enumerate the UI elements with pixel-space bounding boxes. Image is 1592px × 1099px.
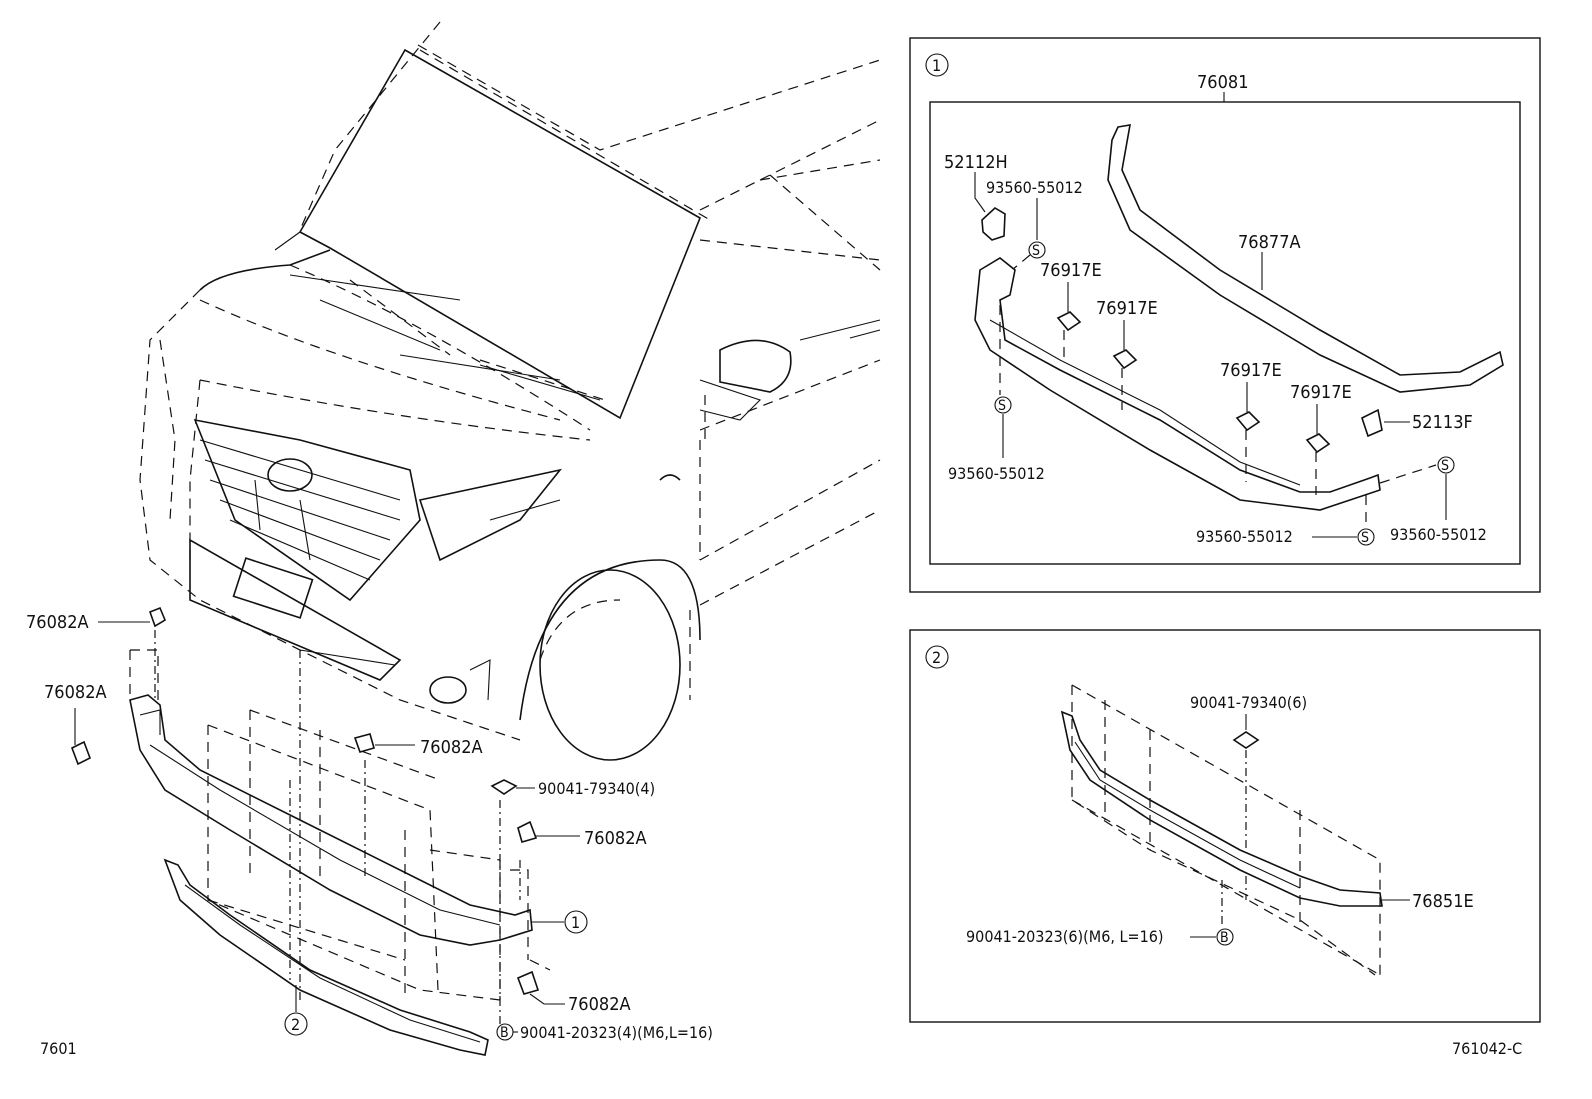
main-fasteners: B (70, 606, 540, 1041)
label-clip-4: 76917E (1290, 382, 1352, 403)
detail-panel-1: 1 76081 76877A 52112H 93560-55012 S 7691… (909, 37, 1541, 593)
detail-2-callout-circle (925, 645, 949, 669)
label-screw-bottom: 93560-55012 (1196, 527, 1293, 546)
label-screw-top: 93560-55012 (986, 178, 1083, 197)
label-clip-1: 76917E (1040, 260, 1102, 281)
label-moulding: 76877A (1238, 232, 1301, 253)
clip-right-upper-icon (517, 820, 538, 843)
label-bolt-2: 90041-20323(6)(M6, L=16) (966, 927, 1164, 946)
callout-2-circle (284, 1012, 308, 1036)
callout-2-label: 2 (291, 1015, 300, 1034)
vehicle-illustration (139, 21, 881, 761)
bolt-symbol: B (500, 1025, 509, 1041)
clip-2-icon (1112, 349, 1138, 370)
front-spoiler-main (129, 630, 551, 1056)
clip-left-icon (70, 740, 92, 766)
bracket-left-icon (981, 207, 1006, 241)
label-clip-2: 76917E (1096, 298, 1158, 319)
callout-1-circle (564, 910, 588, 934)
bracket-right-icon (1361, 408, 1383, 438)
callout-1-label: 1 (571, 913, 580, 932)
label-clip-right-upper: 76082A (584, 828, 647, 849)
clip-3-icon (1235, 411, 1261, 432)
figure-id: 761042-C (1452, 1039, 1522, 1058)
label-assembly: 76081 (1197, 72, 1249, 93)
label-clip-upper: 76082A (26, 612, 89, 633)
label-bolt: 90041-20323(4)(M6,L=16) (520, 1023, 713, 1042)
label-bracket-left: 52112H (944, 152, 1008, 173)
label-bracket-right: 52113F (1412, 412, 1473, 433)
screw-symbol-top: S (1032, 243, 1040, 259)
screw-symbol-bottom: S (1361, 530, 1369, 546)
label-nut: 90041-79340(4) (538, 779, 655, 798)
label-spoiler: 76851E (1412, 891, 1474, 912)
detail-1-callout-circle (925, 53, 949, 77)
detail-panel-2: 2 90041-79340(6) 76851E B 90041-20323(6)… (909, 629, 1541, 1023)
clip-upper-icon (148, 606, 167, 628)
detail-1-callout: 1 (932, 56, 941, 75)
bolt-symbol-2: B (1220, 930, 1229, 946)
detail-2-callout: 2 (932, 648, 941, 667)
clip-center-icon (353, 733, 375, 753)
clip-right-lower-icon (516, 970, 540, 995)
label-nut-2: 90041-79340(6) (1190, 693, 1307, 712)
label-clip-right-lower: 76082A (568, 994, 631, 1015)
clip-1-icon (1056, 311, 1082, 332)
label-clip-3: 76917E (1220, 360, 1282, 381)
nut-2-icon (1232, 731, 1260, 749)
label-clip-left: 76082A (44, 682, 107, 703)
main-labels: 76082A 76082A 76082A 90041-79340(4) 7608… (26, 612, 713, 1042)
label-screw-left: 93560-55012 (948, 464, 1045, 483)
screw-symbol-right: S (1441, 458, 1449, 474)
screw-symbol-left: S (998, 398, 1006, 414)
page-ref: 7601 (40, 1039, 77, 1058)
clip-4-icon (1305, 433, 1331, 454)
nut-icon (490, 779, 518, 795)
label-clip-center: 76082A (420, 737, 483, 758)
label-screw-right: 93560-55012 (1390, 525, 1487, 544)
